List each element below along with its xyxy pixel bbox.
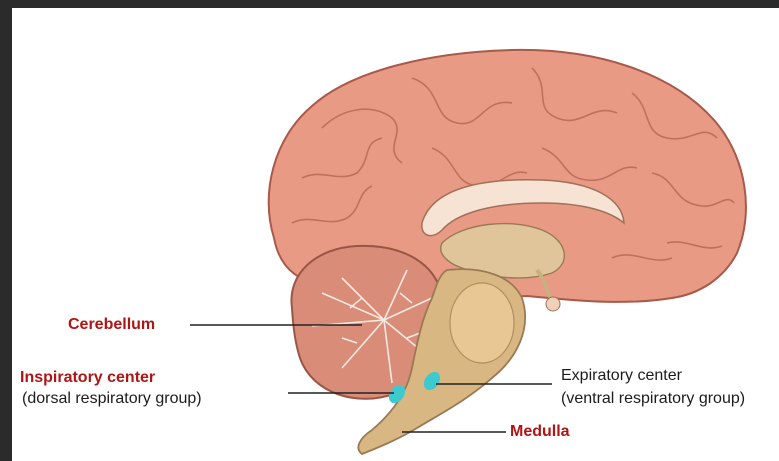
cerebellum-label: Cerebellum	[68, 315, 155, 334]
expiratory-center-label: Expiratory center	[561, 366, 682, 385]
medulla-label: Medulla	[510, 422, 570, 441]
inspiratory-center-label: Inspiratory center	[20, 368, 155, 387]
inspiratory-center-sublabel: (dorsal respiratory group)	[22, 389, 202, 408]
pons	[450, 283, 514, 363]
diagram-canvas: Cerebellum Inspiratory center (dorsal re…	[12, 8, 779, 461]
pituitary-gland	[546, 297, 560, 311]
expiratory-center-sublabel: (ventral respiratory group)	[561, 389, 745, 408]
